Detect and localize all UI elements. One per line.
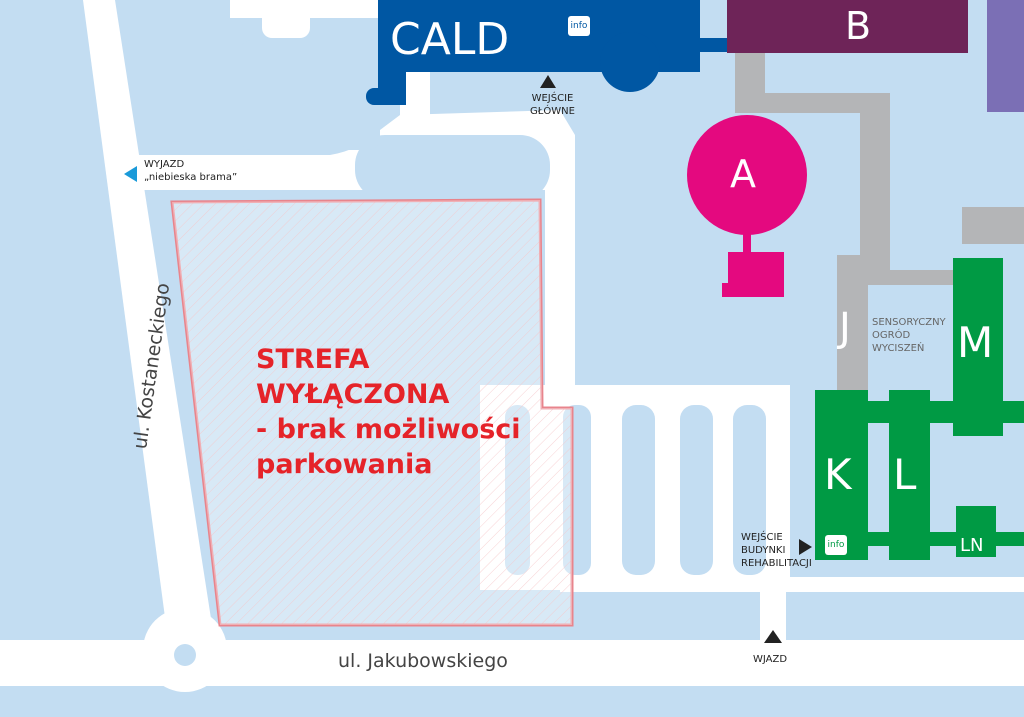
building-l-label: L [893, 450, 917, 499]
building-b[interactable] [727, 0, 968, 53]
main-entrance-line: GŁÓWNE [530, 106, 575, 117]
building-b-label: B [845, 4, 872, 48]
rehab-entrance-arrow-icon [799, 539, 812, 555]
zone-line: - brak możliwości [256, 414, 521, 445]
building-purple[interactable] [987, 0, 1024, 112]
exclusion-zone [170, 198, 574, 627]
garden-line: WYCISZEŃ [872, 343, 925, 354]
info-badge-cald[interactable]: info [568, 16, 590, 36]
green-buildings[interactable] [815, 258, 1024, 560]
exit-label: WYJAZD „niebieska brama” [144, 158, 237, 184]
main-entrance-label: WEJŚCIE GŁÓWNE [530, 92, 575, 118]
info-badge-rehab[interactable]: info [825, 535, 847, 555]
building-j-label: J [839, 305, 851, 351]
rehab-line: REHABILITACJI [741, 558, 812, 569]
entry-arrow-icon [764, 630, 782, 643]
street-jakubowskiego: ul. Jakubowskiego [338, 650, 508, 672]
building-a-label: A [730, 152, 756, 196]
building-a[interactable] [687, 115, 807, 297]
rehab-line: WEJŚCIE [741, 532, 783, 543]
exclusion-zone-label: STREFA WYŁĄCZONA - brak możliwości parko… [256, 342, 521, 482]
main-entrance-arrow-icon [540, 75, 556, 88]
garden-line: OGRÓD [872, 330, 911, 341]
gray-corridors [735, 53, 1024, 390]
entry-label: WJAZD [753, 654, 788, 665]
building-m-label: M [957, 318, 994, 367]
garden-label: SENSORYCZNY OGRÓD WYCISZEŃ [872, 316, 946, 355]
garden-line: SENSORYCZNY [872, 317, 946, 328]
exit-title: WYJAZD [144, 159, 185, 170]
main-entrance-line: WEJŚCIE [531, 93, 574, 104]
zone-line: WYŁĄCZONA [256, 379, 450, 410]
rehab-line: BUDYNKI [741, 545, 786, 556]
zone-line: STREFA [256, 344, 370, 375]
exit-arrow-icon [124, 166, 137, 182]
zone-line: parkowania [256, 449, 433, 480]
building-k-label: K [824, 450, 852, 499]
rehab-entrance-label: WEJŚCIE BUDYNKI REHABILITACJI [741, 531, 812, 570]
exit-subtitle: „niebieska brama” [144, 172, 238, 183]
building-cald[interactable] [366, 0, 730, 105]
building-cald-label: CALD [390, 14, 510, 65]
building-ln-label: LN [960, 535, 984, 556]
